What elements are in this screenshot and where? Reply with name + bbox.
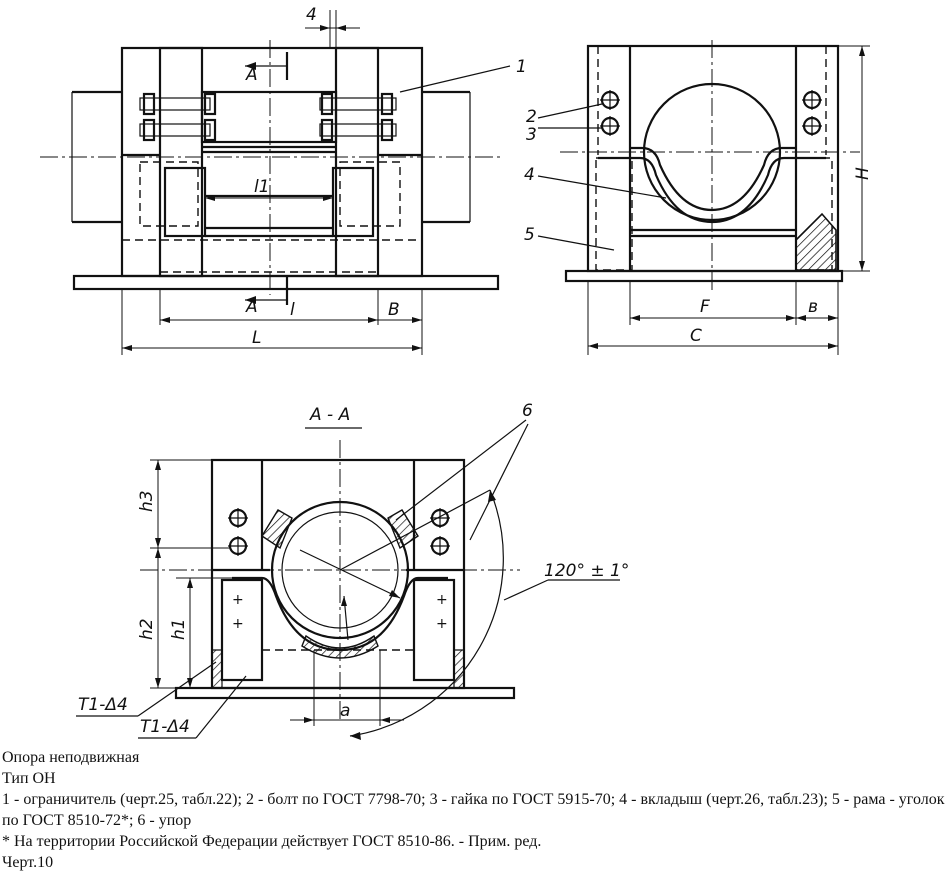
caption-title: Опора неподвижная [2,749,140,766]
technical-drawing: A A 4 l1 l B L 1 [40,5,873,740]
svg-text:+: + [436,592,448,608]
position-6-label: 6 [522,401,533,421]
position-1-label: 1 [516,57,527,77]
dim-b-label: в [808,297,818,317]
svg-text:+: + [232,616,244,632]
svg-text:+: + [436,616,448,632]
front-view: A A 4 l1 l B L 1 [40,5,527,355]
position-4-label: 4 [524,165,535,185]
dim-h3-label: h3 [137,490,157,512]
dim-h1-label: h1 [169,618,189,640]
dim-C-label: C [690,326,702,346]
svg-text:+: + [232,592,244,608]
dim-T1a-label: T1-Δ4 [78,695,128,715]
section-a-a: A - A + + + + [76,401,629,740]
side-view: 2 3 4 5 H F в C [524,40,873,355]
section-title: A - A [309,405,350,425]
dim-l1-label: l1 [254,177,270,197]
dim-a-label: a [340,701,350,721]
dim-B-label: B [388,300,400,320]
dim-L-label: L [252,328,261,348]
section-mark-bottom: A [245,297,258,317]
dim-T1b-label: T1-Δ4 [140,717,190,737]
position-2-label: 2 [526,107,537,127]
caption-type: Тип ОН [2,770,56,787]
bolt-icon [228,508,450,556]
bolt-icon [139,92,397,142]
bolt-icon [600,90,822,136]
dim-h2-label: h2 [137,618,157,640]
plus-icon: + + + + [232,592,448,632]
dim-F-label: F [700,297,710,317]
position-5-label: 5 [524,225,535,245]
dim-4-label: 4 [306,5,317,25]
caption-legend: 1 - ограничитель (черт.25, табл.22); 2 -… [2,791,945,829]
dim-l-label: l [290,300,295,320]
figure-caption: Опора неподвижная Тип ОН 1 - ограничител… [2,747,948,873]
section-mark-top: A [245,65,258,85]
position-3-label: 3 [526,125,537,145]
dim-H-label: H [853,167,873,180]
caption-note: * На территории Российской Федерации дей… [2,833,542,850]
caption-figure-number: Черт.10 [2,854,54,871]
angle-label: 120° ± 1° [544,561,629,581]
